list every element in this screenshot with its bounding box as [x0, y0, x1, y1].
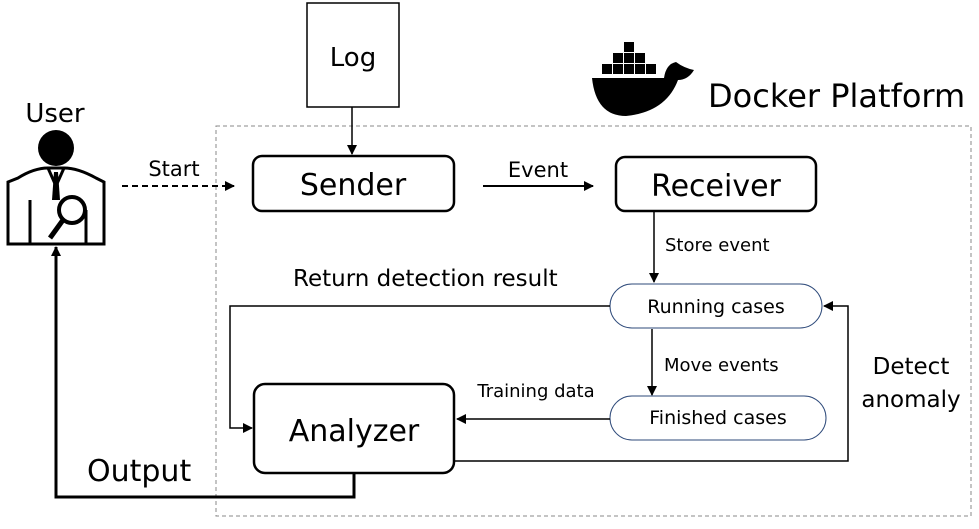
output-arrow	[51, 246, 356, 499]
sender-label: Sender	[300, 168, 407, 203]
analyzer-label: Analyzer	[289, 414, 420, 449]
log-label: Log	[330, 43, 376, 73]
store-event-label: Store event	[665, 235, 770, 256]
detect-anomaly-arrow	[455, 301, 849, 462]
event-label: Event	[508, 158, 568, 182]
user-icon	[6, 130, 106, 246]
finished-cases-box	[609, 395, 827, 441]
start-label: Start	[148, 157, 199, 181]
training-data-label: Training data	[476, 381, 594, 402]
detect-anomaly-label-line2: anomaly	[861, 387, 960, 413]
output-label: Output	[87, 454, 191, 489]
user-label: User	[25, 99, 85, 129]
move-events-label: Move events	[664, 355, 779, 376]
return-result-arrow	[229, 305, 610, 433]
analyzer-box	[252, 382, 456, 475]
sender-box	[251, 154, 456, 213]
finished-cases-label: Finished cases	[649, 407, 786, 429]
receiver-box	[614, 155, 818, 213]
log-box	[306, 2, 400, 108]
docker-platform-boundary	[215, 125, 972, 517]
docker-platform-label: Docker Platform	[708, 77, 965, 115]
receiver-label: Receiver	[651, 169, 781, 204]
return-result-label: Return detection result	[293, 266, 558, 292]
running-cases-label: Running cases	[647, 296, 784, 318]
docker-logo-icon	[592, 42, 694, 116]
detect-anomaly-label-line1: Detect	[873, 354, 950, 380]
